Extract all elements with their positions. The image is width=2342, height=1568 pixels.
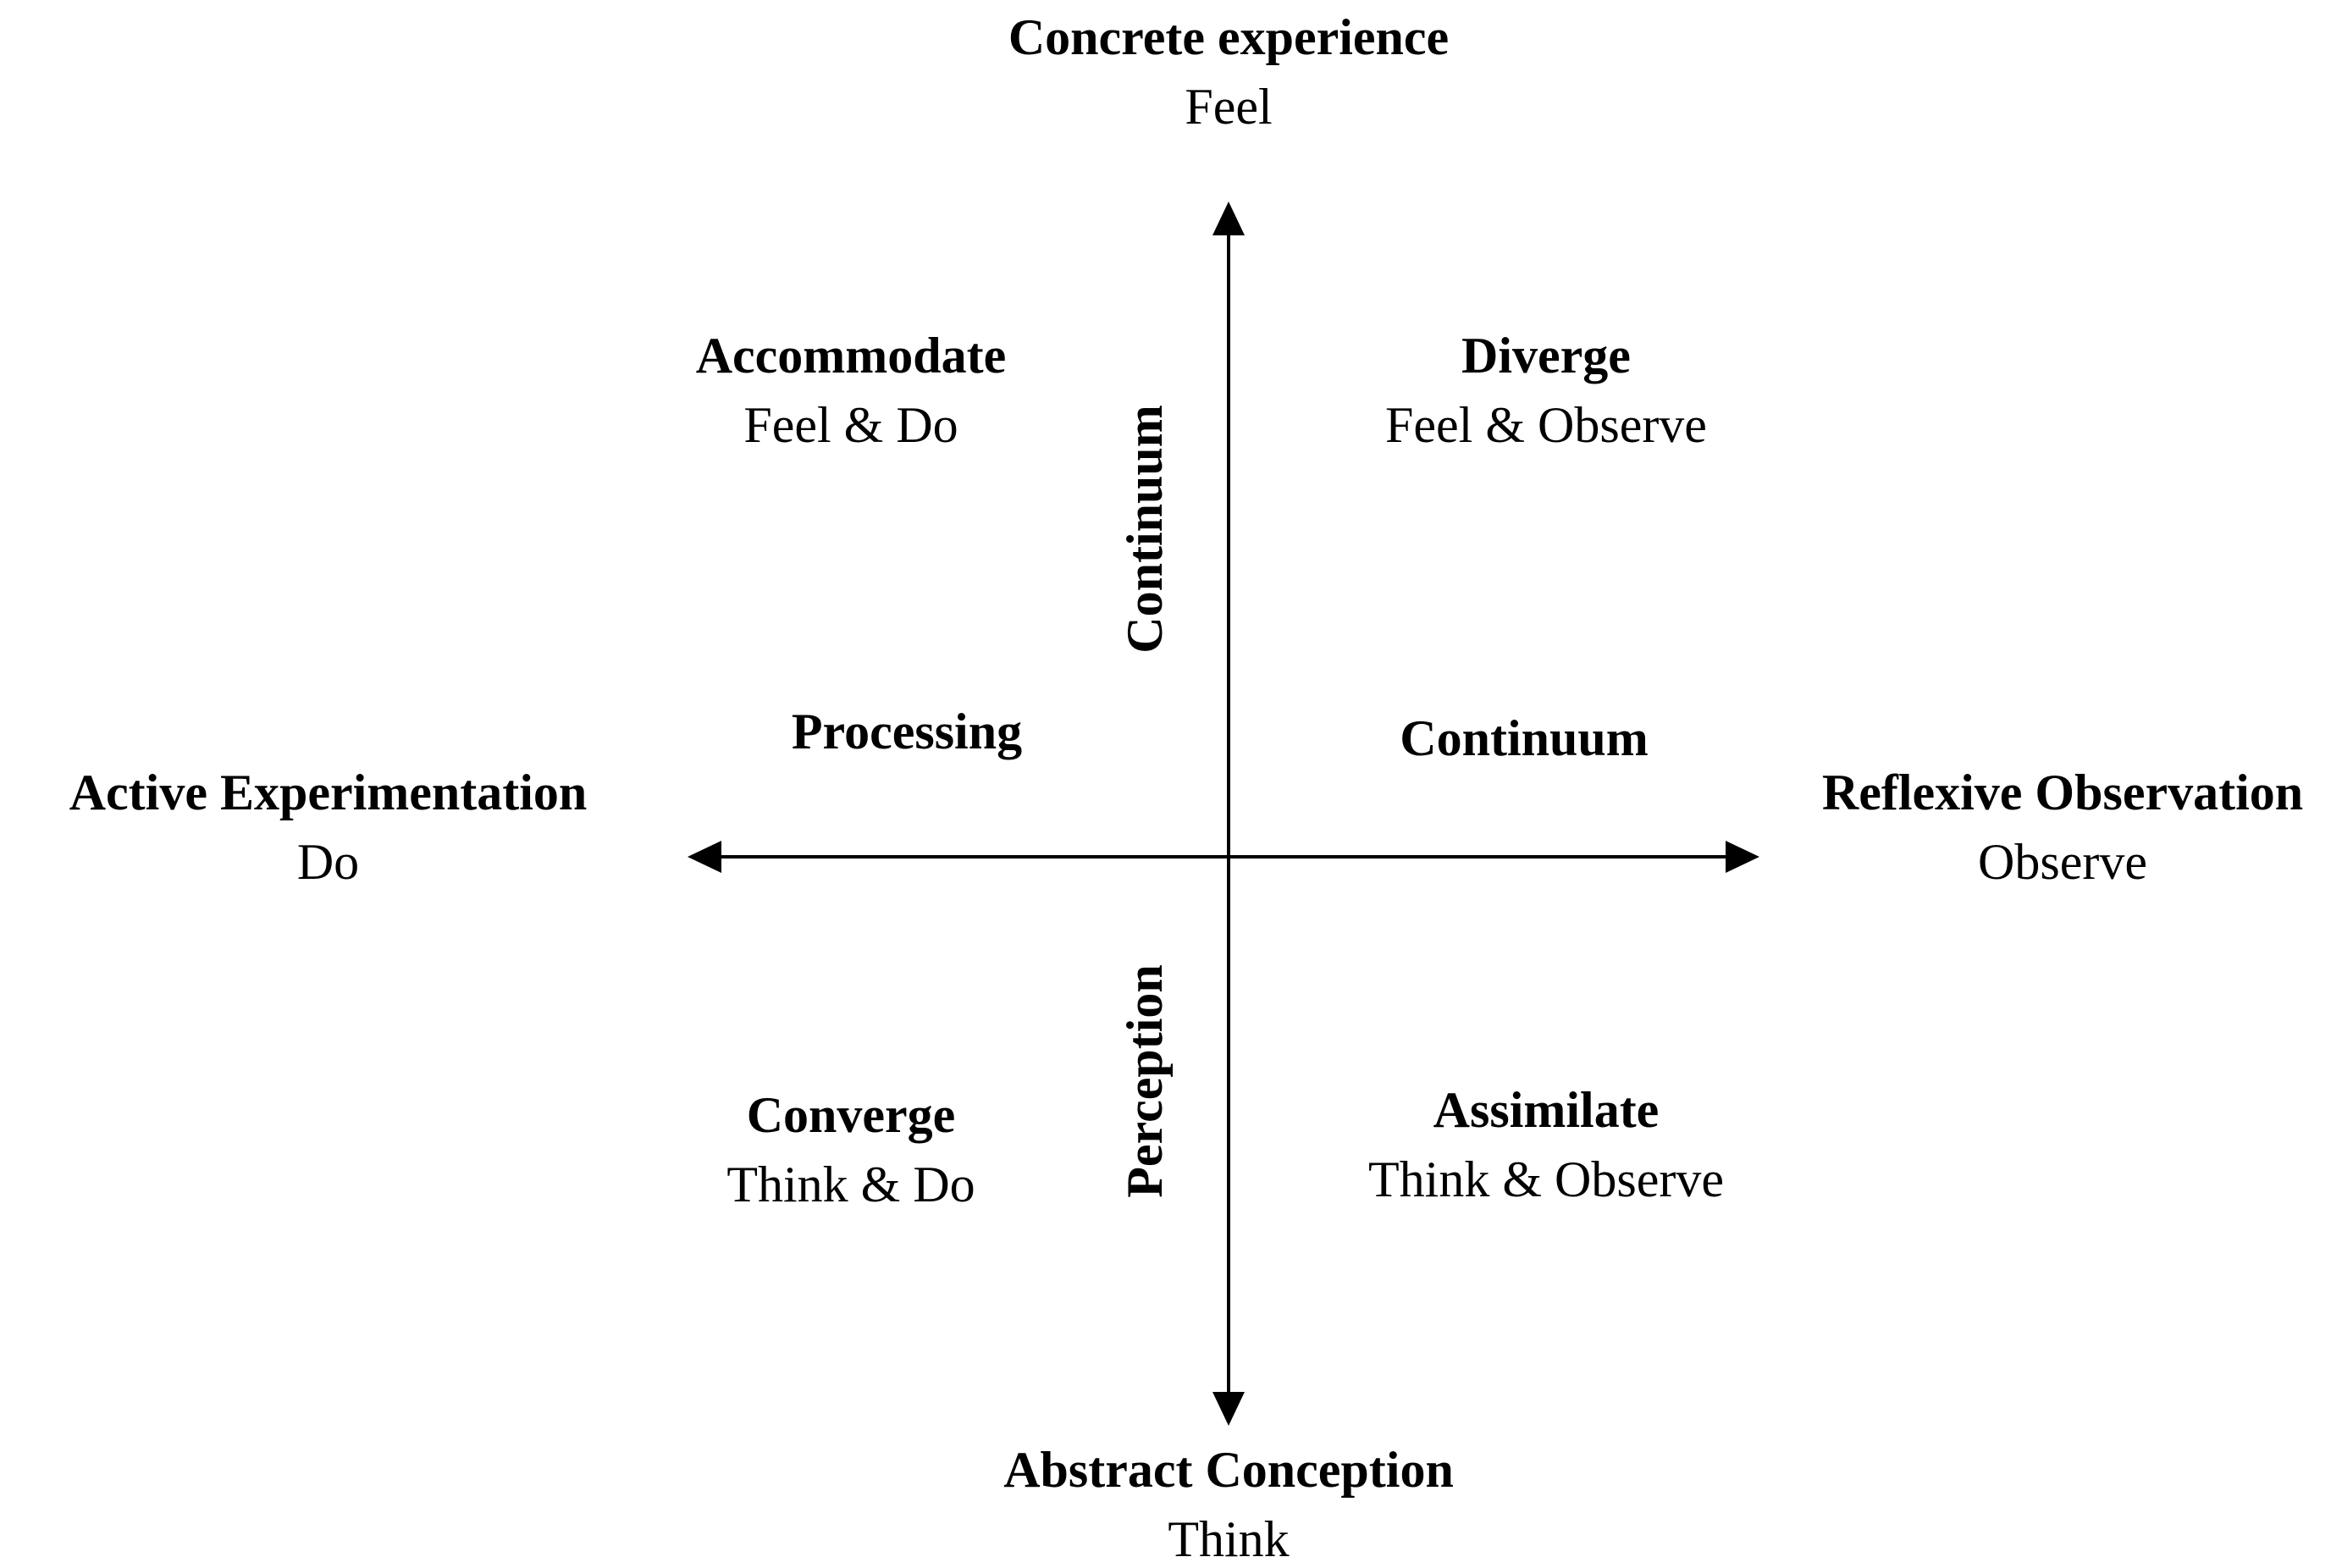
pole-right-subtitle: Observe: [1978, 834, 2147, 890]
quadrant-diverge-subtitle: Feel & Observe: [1385, 397, 1707, 453]
quadrant-converge-subtitle: Think & Do: [726, 1157, 975, 1212]
processing-continuum-label: Continuum: [1400, 710, 1649, 766]
pole-left-title: Active Experimentation: [69, 765, 588, 820]
arrow-up-icon: [1212, 202, 1245, 235]
quadrant-diverge: Diverge Feel & Observe: [1292, 330, 1800, 450]
perception-label: Perception: [1117, 964, 1173, 1198]
quadrant-diverge-title: Diverge: [1461, 328, 1631, 384]
quadrant-accommodate-subtitle: Feel & Do: [743, 397, 958, 453]
arrow-down-icon: [1212, 1392, 1245, 1426]
quadrant-assimilate: Assimilate Think & Observe: [1292, 1085, 1800, 1205]
pole-top: Concrete experience Feel: [890, 12, 1567, 132]
pole-left-subtitle: Do: [296, 834, 360, 890]
pole-bottom-title: Abstract Conception: [1003, 1442, 1454, 1498]
quadrant-accommodate-title: Accommodate: [695, 328, 1007, 384]
quadrant-accommodate: Accommodate Feel & Do: [597, 330, 1105, 450]
pole-top-subtitle: Feel: [1185, 79, 1273, 135]
processing-label: Processing: [791, 704, 1023, 759]
pole-top-title: Concrete experience: [1008, 9, 1450, 65]
pole-bottom-subtitle: Think: [1168, 1511, 1290, 1567]
quadrant-assimilate-title: Assimilate: [1433, 1082, 1660, 1138]
pole-right: Reflexive Observation Observe: [1787, 767, 2338, 887]
pole-right-title: Reflexive Observation: [1821, 765, 2304, 820]
quadrant-converge-title: Converge: [746, 1087, 956, 1143]
arrow-left-icon: [688, 841, 721, 873]
perception-continuum-label: Continuum: [1117, 405, 1173, 654]
pole-bottom: Abstract Conception Think: [890, 1444, 1567, 1565]
quadrant-converge: Converge Think & Do: [597, 1090, 1105, 1210]
arrow-right-icon: [1726, 841, 1759, 873]
quadrant-assimilate-subtitle: Think & Observe: [1368, 1151, 1724, 1207]
pole-left: Active Experimentation Do: [0, 767, 656, 887]
